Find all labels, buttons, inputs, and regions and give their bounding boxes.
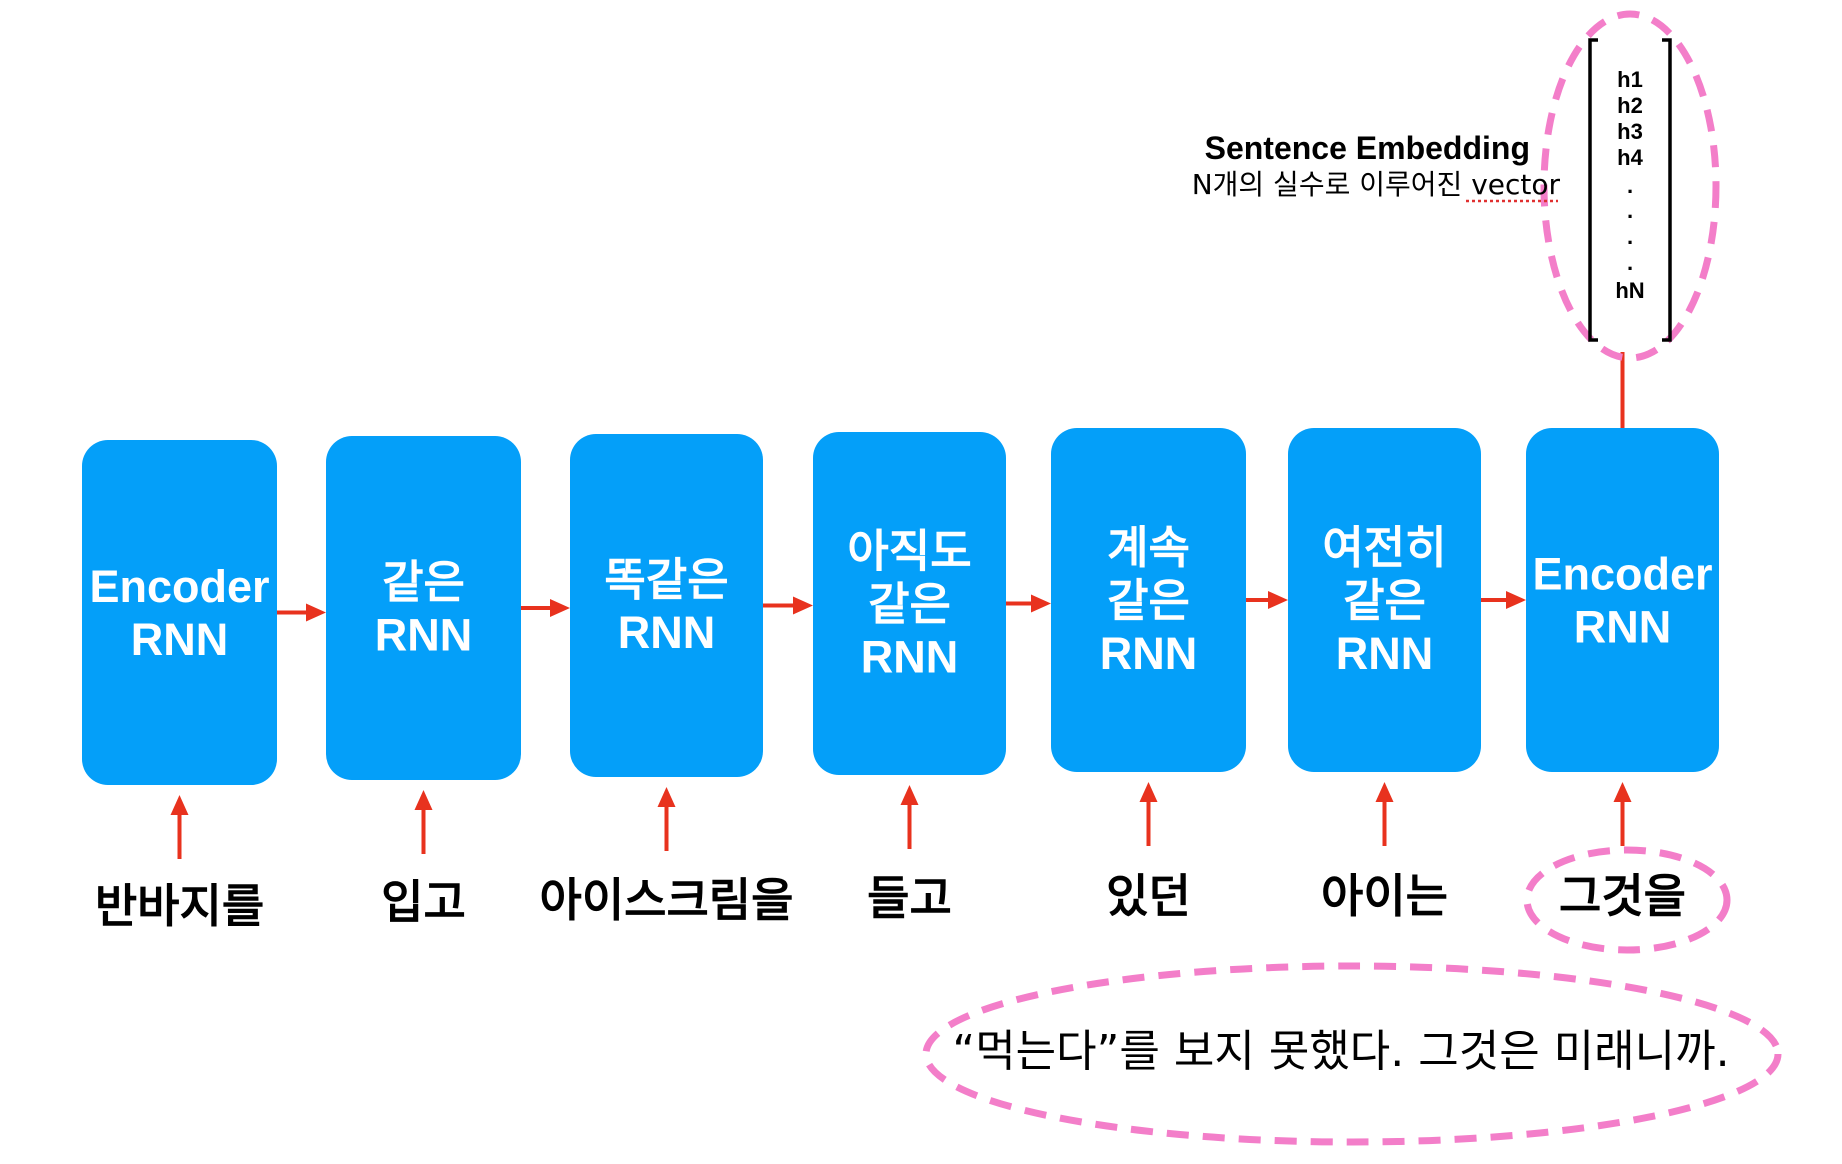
rnn-block-4 (813, 432, 1006, 775)
recurrent-arrow-head-5 (1268, 591, 1288, 609)
input-word-5: 있던 (1106, 869, 1191, 923)
embedding-vector-entry: . (1627, 224, 1633, 249)
note-highlight-ellipse (922, 962, 1782, 1146)
input-word-2: 입고 (381, 875, 466, 929)
rnn-block-5-label-line: 계속 (1107, 522, 1190, 573)
rnn-block-3 (570, 434, 763, 777)
rnn-block-3-label-line: 똑같은 (604, 554, 728, 605)
embedding-subtitle: N개의 실수로 이루어진 vector (1192, 168, 1561, 201)
input-word-3: 아이스크림을 (540, 873, 794, 927)
rnn-block-1-label-line: RNN (131, 614, 229, 665)
rnn-block-4-label-line: 아직도 (847, 526, 971, 577)
recurrent-arrow-head-3 (793, 596, 813, 615)
vector-left-bracket (1588, 38, 1598, 342)
rnn-block-2-label-line: RNN (375, 610, 473, 661)
input-word-6: 아이는 (1321, 869, 1448, 923)
vector-right-bracket (1662, 38, 1672, 342)
embedding-vector-entry: . (1627, 198, 1633, 223)
rnn-block-6 (1288, 428, 1481, 772)
rnn-block-5-label-line: 같은 (1107, 575, 1190, 626)
rnn-block-6-label-line: 여전히 (1322, 522, 1446, 573)
embedding-vector-entry: . (1627, 250, 1633, 275)
embedding-vector-entry: . (1627, 173, 1633, 198)
rnn-block-2 (326, 436, 521, 780)
embedding-subtitle-word: vector (1471, 168, 1560, 201)
rnn-block-7-label-line: RNN (1574, 602, 1672, 653)
input-word-7: 그것을 (1559, 869, 1686, 923)
input-arrow-head-3 (657, 787, 676, 807)
input-arrow-head-7 (1613, 782, 1632, 802)
input-arrow-head-4 (900, 785, 919, 805)
recurrent-arrow-head-4 (1031, 594, 1051, 613)
recurrent-arrow-head-1 (306, 603, 326, 622)
rnn-block-3-label-line: RNN (618, 607, 716, 658)
embedding-vector-entry: h2 (1617, 93, 1643, 118)
rnn-block-4-label-line: RNN (861, 632, 959, 683)
rnn-block-6-label-line: 같은 (1343, 575, 1426, 626)
embedding-vector-entry: hN (1615, 278, 1644, 303)
embedding-highlight-ellipse (1540, 10, 1720, 362)
rnn-blocks: EncoderRNN같은RNN똑같은RNN아직도같은RNN계속같은RNN여전히같… (82, 428, 1719, 785)
rnn-block-7-label-line: Encoder (1532, 549, 1712, 600)
rnn-block-2-label-line: 같은 (382, 557, 465, 608)
rnn-block-5-label-line: RNN (1100, 628, 1198, 679)
rnn-block-6-label-line: RNN (1336, 628, 1434, 679)
embedding-title: Sentence Embedding (1205, 130, 1530, 166)
input-arrow-head-2 (414, 790, 433, 810)
last-word-highlight-ellipse (1523, 846, 1731, 954)
future-note: “먹는다”를 보지 못했다. 그것은 미래니까. (952, 1026, 1729, 1077)
input-words: 반바지를 입고 아이스크림을 들고 있던 아이는 그것을 (95, 869, 1686, 933)
input-arrow-head-5 (1139, 782, 1158, 802)
rnn-block-5 (1051, 428, 1246, 772)
input-arrow-head-1 (170, 795, 189, 815)
input-word-1: 반바지를 (95, 879, 264, 933)
embedding-vector-entry: h3 (1617, 119, 1643, 144)
input-arrow-head-6 (1375, 782, 1394, 802)
recurrent-arrow-head-6 (1506, 591, 1526, 609)
rnn-block-4-label-line: 같은 (868, 579, 951, 630)
input-word-4: 들고 (867, 871, 952, 925)
rnn-block-1 (82, 440, 277, 785)
rnn-block-1-label-line: Encoder (89, 561, 269, 612)
recurrent-arrow-head-2 (550, 599, 570, 617)
rnn-block-7 (1526, 428, 1719, 772)
embedding-vector-entry: h1 (1617, 67, 1643, 92)
embedding-vector-entry: h4 (1617, 145, 1643, 170)
arrows-layer (170, 352, 1632, 859)
